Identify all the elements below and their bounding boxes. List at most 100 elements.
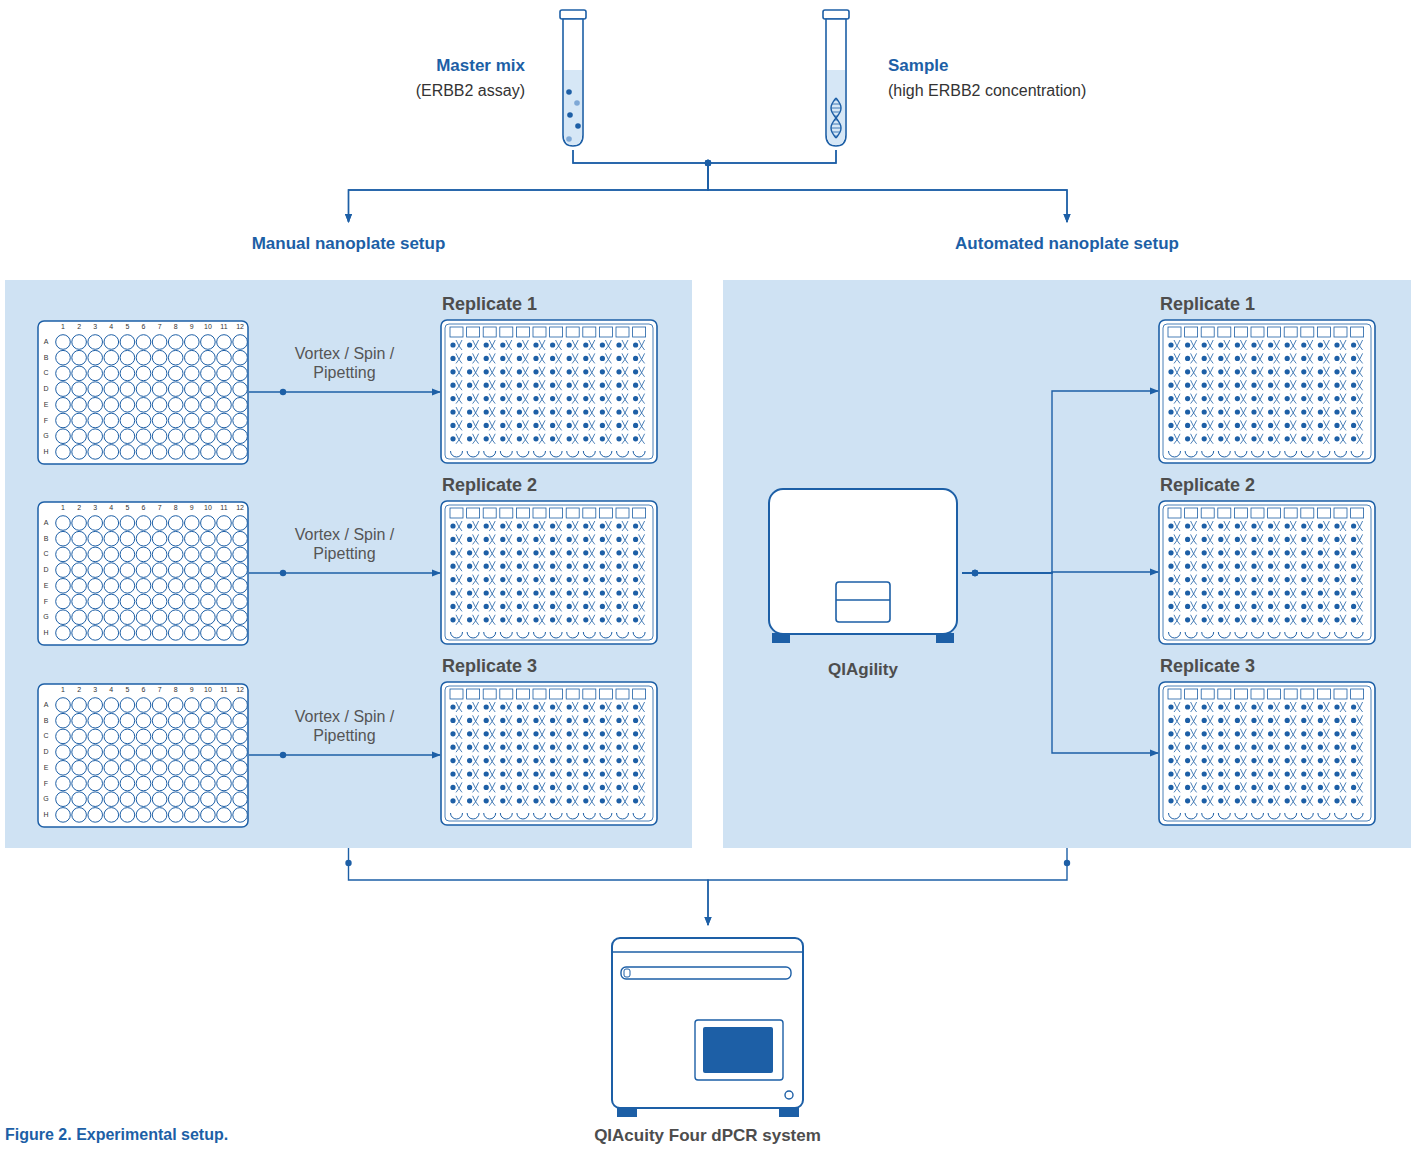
nanoplate-well-channel	[1274, 353, 1280, 363]
nanoplate-well-channel	[1307, 548, 1313, 558]
nanoplate-well-dot	[567, 409, 572, 414]
nanoplate-well-dot	[1351, 617, 1356, 622]
nanoplate-well-channel	[473, 715, 479, 725]
nanoplate-outlet	[550, 451, 562, 457]
nanoplate-well-channel	[1340, 615, 1346, 625]
nanoplate-outlet	[484, 813, 496, 819]
plate-well	[168, 382, 183, 397]
instrument-body	[612, 938, 803, 1108]
column-number: 12	[234, 686, 246, 694]
plate-well	[152, 594, 167, 609]
nanoplate-well-dot	[1168, 342, 1173, 347]
nanoplate-outlet	[534, 451, 546, 457]
nanoplate-well-dot	[1351, 704, 1356, 709]
nanoplate-tab	[533, 508, 546, 518]
nanoplate-well-channel	[1224, 367, 1230, 377]
junction-dot	[972, 570, 978, 576]
plate-well	[217, 382, 232, 397]
plate-well	[201, 350, 216, 365]
nanoplate-well-channel	[1257, 601, 1263, 611]
plate-well	[120, 382, 135, 397]
nanoplate-well-dot	[1318, 369, 1323, 374]
nanoplate-well-channel	[1274, 575, 1280, 585]
nanoplate-well-channel	[1224, 353, 1230, 363]
nanoplate-well-channel	[489, 394, 495, 404]
plate-well	[88, 761, 103, 776]
nanoplate-well-dot	[450, 731, 455, 736]
nanoplate-well-dot	[1334, 537, 1339, 542]
nanoplate-tab	[550, 689, 563, 699]
nanoplate-well-dot	[633, 785, 638, 790]
nanoplate-well-dot	[533, 564, 538, 569]
nanoplate-well-channel	[622, 394, 628, 404]
instrument-door-line	[836, 599, 890, 600]
nanoplate-well-dot	[1251, 745, 1256, 750]
nanoplate-well-dot	[1318, 704, 1323, 709]
replicate-heading: Replicate 2	[440, 475, 660, 499]
nanoplate-well-dot	[1202, 423, 1207, 428]
nanoplate-well-dot	[1268, 356, 1273, 361]
nanoplate-well-dot	[583, 604, 588, 609]
qiagility-instrument	[764, 486, 962, 646]
plate-well	[233, 547, 248, 562]
nanoplate-well-dot	[484, 798, 489, 803]
nanoplate-tab	[1218, 689, 1231, 699]
nanoplate-well-dot	[550, 523, 555, 528]
nanoplate-well-channel	[506, 756, 512, 766]
nanoplate-tab	[1317, 689, 1330, 699]
nanoplate-inner	[1163, 505, 1371, 640]
nanoplate-well-dot	[1351, 369, 1356, 374]
reagent-dot	[566, 89, 572, 95]
nanoplate-well-channel	[539, 715, 545, 725]
nanoplate-well-channel	[1224, 601, 1230, 611]
plate-well	[201, 729, 216, 744]
nanoplate-well-dot	[1268, 523, 1273, 528]
nanoplate-well-dot	[567, 785, 572, 790]
nanoplate-well-channel	[622, 380, 628, 390]
tube-icon	[555, 8, 591, 150]
nanoplate-well-channel	[1207, 796, 1213, 806]
nanoplate-well-dot	[467, 423, 472, 428]
nanoplate-well-dot	[1218, 423, 1223, 428]
nanoplate-well-dot	[583, 758, 588, 763]
nanoplate-well-channel	[1323, 380, 1329, 390]
nanoplate-well-channel	[572, 729, 578, 739]
nanoplate-well-channel	[1191, 756, 1197, 766]
nanoplate-well-channel	[1290, 742, 1296, 752]
nanoplate-well-channel	[1174, 715, 1180, 725]
nanoplate-well-channel	[572, 420, 578, 430]
nanoplate-well-channel	[589, 742, 595, 752]
nanoplate-tab	[483, 689, 496, 699]
nanoplate-well-dot	[533, 617, 538, 622]
nanoplate-well-dot	[1285, 785, 1290, 790]
plate-well	[120, 335, 135, 350]
nanoplate-well-channel	[556, 729, 562, 739]
nanoplate-well-channel	[1257, 742, 1263, 752]
nanoplate-well-dot	[1251, 436, 1256, 441]
nanoplate-well-dot	[1185, 550, 1190, 555]
plate-well	[88, 531, 103, 546]
nanoplate-well-dot	[500, 590, 505, 595]
nanoplate-well-dot	[633, 409, 638, 414]
nanoplate-well-channel	[489, 548, 495, 558]
nanoplate-well-channel	[1357, 521, 1363, 531]
plate-well	[120, 792, 135, 807]
nanoplate-tab	[1234, 689, 1247, 699]
plate-well	[88, 745, 103, 760]
nanoplate-well-channel	[1240, 782, 1246, 792]
nanoplate-well-channel	[556, 548, 562, 558]
column-number: 11	[218, 686, 230, 694]
nanoplate-well-channel	[1274, 434, 1280, 444]
nanoplate-well-dot	[616, 537, 621, 542]
plate-well	[185, 792, 200, 807]
nanoplate-well-dot	[1301, 718, 1306, 723]
plate-well	[88, 563, 103, 578]
nanoplate-well-channel	[1340, 702, 1346, 712]
reagent-title: Sample	[888, 56, 1133, 76]
nanoplate-well-dot	[633, 731, 638, 736]
nanoplate-well-dot	[633, 537, 638, 542]
nanoplate-well-channel	[1323, 420, 1329, 430]
nanoplate-well-dot	[1351, 604, 1356, 609]
replicate-plate: Replicate 1	[1158, 294, 1379, 465]
nanoplate-well-channel	[1224, 588, 1230, 598]
